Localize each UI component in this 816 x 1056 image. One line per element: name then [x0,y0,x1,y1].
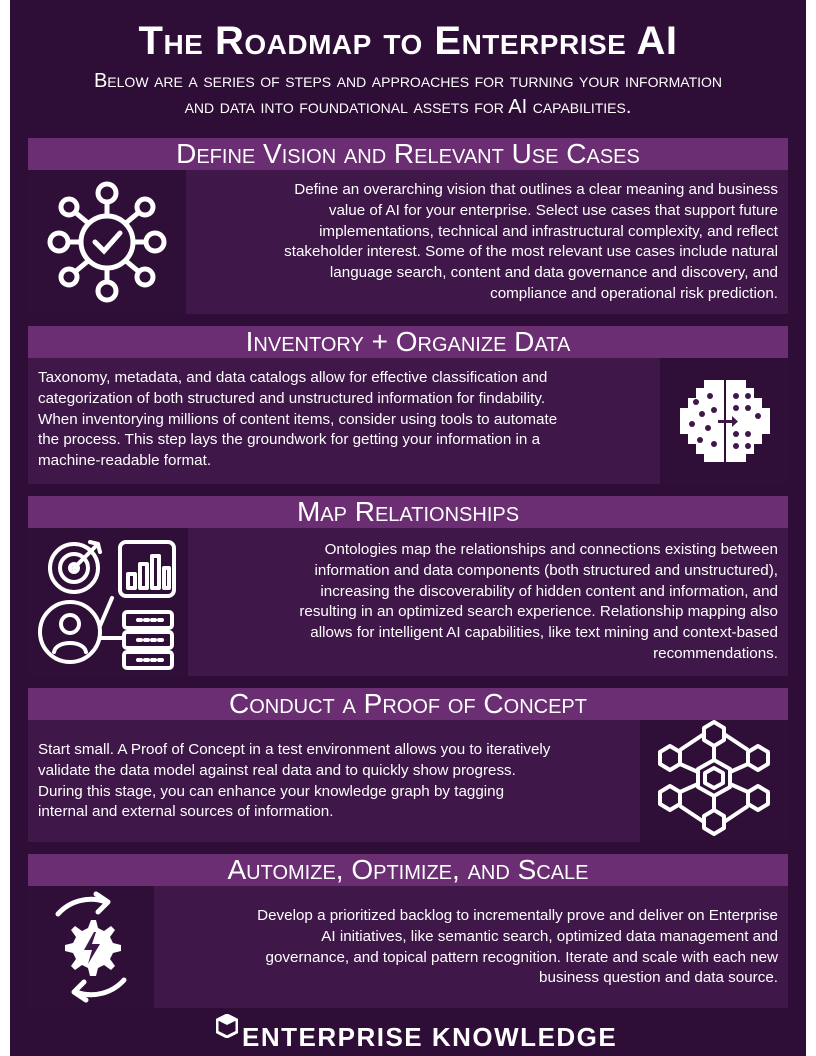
relationships-icon [28,528,188,676]
text-line: governance, and topical pattern recognit… [265,948,778,966]
section-body: Develop a prioritized backlog to increme… [28,886,788,1008]
subtitle-line: Below are a series of steps and approach… [93,70,723,92]
text-line: When inventorying millions of content it… [38,410,558,428]
text-line: compliance and operational risk predicti… [490,284,778,302]
subtitle-line: and data into foundational assets for AI… [184,96,632,118]
text-line: internal and external sources of informa… [38,803,334,821]
section-map-relationships: Map Relationships [28,496,788,676]
section-define-vision: Define Vision and Relevant Use Cases D [28,138,788,314]
text-line: Ontologies map the relationships and con… [324,541,778,558]
text-line: increasing the discoverability of hidden… [320,582,778,600]
footer: ENTERPRISE KNOWLEDGE [10,1010,806,1056]
section-body: Define an overarching vision that outlin… [28,170,788,314]
section-text: Ontologies map the relationships and con… [198,540,778,665]
section-text: Start small. A Proof of Concept in a tes… [38,740,648,823]
data-organize-icon [660,358,788,484]
section-heading: Conduct a Proof of Concept [28,688,788,720]
text-line: business question and data source. [539,969,778,987]
section-body: Taxonomy, metadata, and data catalogs al… [28,358,788,484]
text-line: information and data components (both st… [314,561,779,579]
section-proof-of-concept: Conduct a Proof of Concept Start small. … [28,688,788,842]
text-line: allows for intelligent AI capabilities, … [310,624,778,642]
section-text: Develop a prioritized backlog to increme… [168,906,778,989]
text-line: Define an overarching vision that outlin… [294,181,778,198]
text-line: validate the data model against real dat… [38,761,516,779]
text-line: recommendations. [653,644,778,662]
section-body: Ontologies map the relationships and con… [28,528,788,676]
text-line: categorization of both structured and un… [38,389,546,407]
page-title: The Roadmap to Enterprise AI [138,19,678,63]
section-heading: Automize, Optimize, and Scale [28,854,788,886]
section-heading: Inventory + Organize Data [28,326,788,358]
text-line: resulting in an optimized search experie… [299,603,778,621]
brand-name: ENTERPRISE KNOWLEDGE [242,1022,618,1052]
network-check-icon [28,170,186,314]
section-automize-optimize-scale: Automize, Optimize, and Scale Develop a … [28,854,788,1010]
text-line: stakeholder interest. Some of the most r… [284,243,778,261]
hexagon-network-icon [640,720,788,842]
section-inventory-data: Inventory + Organize Data Taxonomy, meta… [28,326,788,484]
text-line: Start small. A Proof of Concept in a tes… [38,741,551,758]
section-heading: Define Vision and Relevant Use Cases [28,138,788,170]
page-subtitle: Below are a series of steps and approach… [40,68,776,120]
gear-cycle-icon [28,886,154,1008]
text-line: Develop a prioritized backlog to increme… [257,907,778,924]
section-heading: Map Relationships [28,496,788,528]
infographic-page: The Roadmap to Enterprise AI Below are a… [10,0,806,1056]
text-line: implementations, technical and infrastru… [319,222,778,240]
text-line: Taxonomy, metadata, and data catalogs al… [38,369,548,386]
text-line: machine-readable format. [38,452,212,470]
text-line: AI initiatives, like semantic search, op… [321,927,778,945]
section-text: Taxonomy, metadata, and data catalogs al… [38,368,658,472]
section-body: Start small. A Proof of Concept in a tes… [28,720,788,842]
text-line: During this stage, you can enhance your … [38,782,505,800]
section-text: Define an overarching vision that outlin… [188,180,778,305]
text-line: the process. This step lays the groundwo… [38,431,541,449]
enterprise-knowledge-logo-icon [215,1013,239,1039]
text-line: language search, content and data govern… [329,264,778,282]
text-line: value of AI for your enterprise. Select … [328,201,778,219]
